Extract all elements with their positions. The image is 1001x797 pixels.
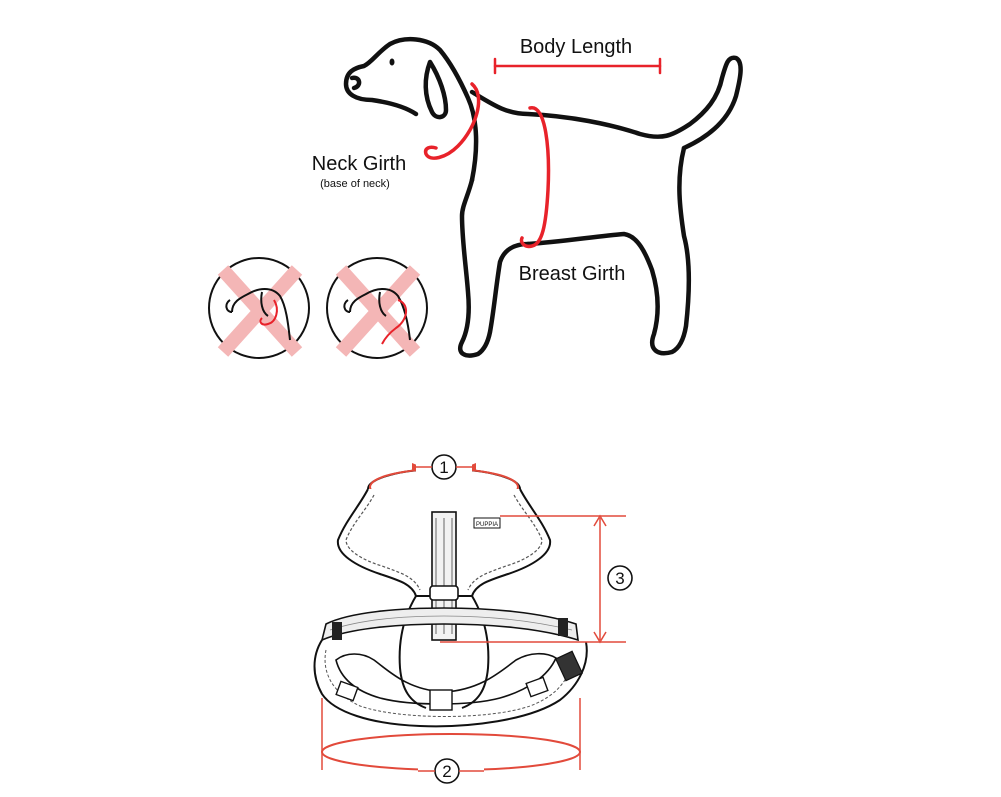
brand-tag-text: PUPPIA <box>476 522 498 528</box>
dog-measurements <box>423 57 662 249</box>
dog-chest-front-leg-path <box>458 177 531 358</box>
length-arrow-bottom <box>593 631 607 644</box>
neck-girth-label: Neck Girth <box>312 153 406 175</box>
harness-belly-loop <box>313 639 588 728</box>
length-measure <box>440 514 626 644</box>
marker-neck: 1 <box>412 454 476 480</box>
left-side-buckle <box>335 680 359 702</box>
marker-chest-number: 2 <box>442 762 451 781</box>
marker-chest: 2 <box>418 758 484 784</box>
left-strap-slider <box>332 622 342 640</box>
wrong-cross-icon <box>335 265 421 357</box>
neck-girth-note: (base of neck) <box>320 178 390 190</box>
length-arrow-top <box>593 514 607 527</box>
neck-girth-loop <box>423 82 481 160</box>
dog-outline <box>343 36 743 358</box>
wrong-collar-mark <box>259 299 278 326</box>
center-buckle <box>429 585 459 601</box>
body-length-label: Body Length <box>520 36 632 58</box>
right-strap-slider <box>558 618 568 636</box>
marker-length-number: 3 <box>615 569 624 588</box>
wrong-collar-mark <box>381 299 407 345</box>
breast-girth-label: Breast Girth <box>519 263 626 285</box>
breast-girth-loop <box>519 106 551 249</box>
harness-chest-strap <box>320 607 579 642</box>
right-side-buckle <box>525 676 549 698</box>
harness-belly-stitch <box>324 649 573 717</box>
marker-length: 3 <box>606 564 636 592</box>
right-clip-buckle <box>554 650 584 682</box>
wrong-cross-icon <box>217 265 303 357</box>
harness-vest-top-stitch <box>345 494 543 591</box>
dog-eye <box>389 58 395 66</box>
small-dog-head-icon <box>225 288 291 341</box>
wrong-measure-inset-1 <box>208 257 310 359</box>
harness-belly-inner <box>335 652 558 705</box>
dog-rear-leg-path <box>525 145 692 356</box>
chest-strap-pattern <box>329 615 573 631</box>
dog-ear-path <box>423 59 449 120</box>
dog-head-back-path <box>343 36 743 183</box>
dog-nose-path <box>349 75 362 91</box>
marker-neck-number: 1 <box>439 458 448 477</box>
brand-tag <box>473 517 501 529</box>
center-d-ring-patch <box>429 689 453 711</box>
wrong-measure-inset-2 <box>326 257 428 359</box>
